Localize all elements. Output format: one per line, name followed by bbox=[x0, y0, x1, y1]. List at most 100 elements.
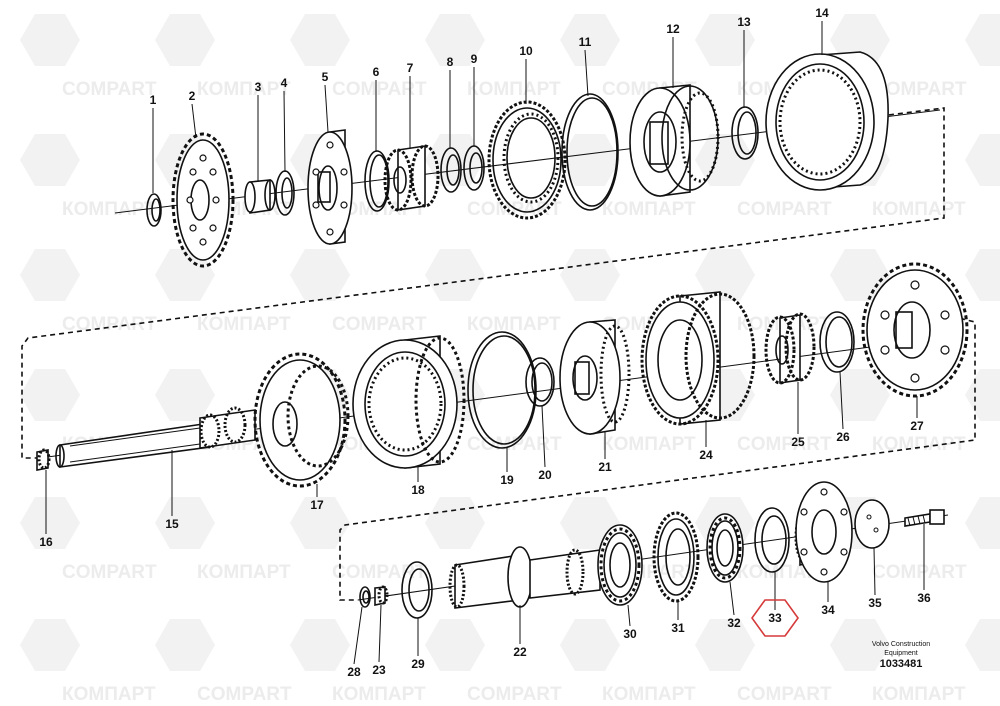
part-2-sun-gear[interactable] bbox=[171, 132, 235, 268]
highlight-hexagon-part-33 bbox=[751, 599, 799, 637]
watermark-hexagon bbox=[20, 369, 80, 421]
part-label-11[interactable]: 11 bbox=[579, 35, 592, 49]
part-label-12[interactable]: 12 bbox=[666, 22, 680, 36]
part-label-4[interactable]: 4 bbox=[281, 76, 288, 90]
watermark-hexagon bbox=[695, 619, 755, 671]
part-label-16[interactable]: 16 bbox=[39, 535, 53, 549]
watermark-text: КОМПАРТ bbox=[872, 684, 966, 705]
part-36-bolt[interactable] bbox=[904, 509, 945, 527]
part-label-31[interactable]: 31 bbox=[671, 621, 685, 635]
part-32-roller-bearing[interactable] bbox=[706, 513, 744, 583]
watermark-hexagon bbox=[290, 619, 350, 671]
part-label-13[interactable]: 13 bbox=[737, 15, 751, 29]
watermark-hexagon bbox=[425, 497, 485, 549]
part-label-14[interactable]: 14 bbox=[815, 6, 829, 20]
watermark-hexagon bbox=[20, 497, 80, 549]
part-27-planet-carrier-gear[interactable] bbox=[861, 262, 969, 398]
leader-line-part-11 bbox=[584, 49, 589, 97]
leader-line-part-5 bbox=[324, 84, 329, 133]
part-label-23[interactable]: 23 bbox=[372, 663, 386, 677]
part-29-shim[interactable] bbox=[401, 561, 433, 619]
part-12-hub-assembly[interactable] bbox=[629, 84, 720, 197]
part-16-nut[interactable] bbox=[36, 448, 51, 471]
watermark-text: COMPART bbox=[737, 434, 832, 455]
part-34-output-flange[interactable] bbox=[794, 481, 853, 583]
part-label-2[interactable]: 2 bbox=[189, 89, 196, 103]
part-label-35[interactable]: 35 bbox=[868, 596, 882, 610]
part-14-ring-gear-housing[interactable] bbox=[765, 51, 889, 191]
part-label-36[interactable]: 36 bbox=[917, 591, 931, 605]
part-label-32[interactable]: 32 bbox=[727, 616, 741, 630]
part-35-retaining-plate[interactable] bbox=[854, 499, 890, 549]
watermark-text: COMPART bbox=[737, 199, 832, 220]
watermark-hexagon bbox=[155, 14, 215, 66]
part-label-20[interactable]: 20 bbox=[538, 468, 552, 482]
caption-manufacturer: Volvo Construction Equipment bbox=[871, 641, 931, 657]
watermark-text: КОМПАРТ bbox=[62, 684, 156, 705]
part-label-26[interactable]: 26 bbox=[836, 430, 850, 444]
part-17-sun-gear[interactable] bbox=[253, 352, 350, 488]
watermark-text: COMPART bbox=[197, 684, 292, 705]
part-21-planet-hub[interactable] bbox=[559, 319, 631, 435]
watermark-text: COMPART bbox=[62, 79, 157, 100]
part-label-34[interactable]: 34 bbox=[821, 603, 835, 617]
part-13-ring[interactable] bbox=[731, 106, 759, 160]
part-label-7[interactable]: 7 bbox=[407, 61, 414, 75]
watermark-hexagon bbox=[425, 619, 485, 671]
part-8-washer[interactable] bbox=[440, 147, 462, 193]
part-33-seal[interactable] bbox=[754, 507, 790, 573]
part-label-22[interactable]: 22 bbox=[513, 645, 527, 659]
part-label-9[interactable]: 9 bbox=[471, 52, 478, 66]
watermark-text: COMPART bbox=[872, 79, 967, 100]
part-label-18[interactable]: 18 bbox=[411, 483, 425, 497]
part-23-nut[interactable] bbox=[374, 585, 389, 606]
part-label-19[interactable]: 19 bbox=[500, 473, 514, 487]
part-3-bushing[interactable] bbox=[244, 179, 276, 214]
part-label-28[interactable]: 28 bbox=[347, 665, 361, 679]
part-22-output-shaft[interactable] bbox=[448, 546, 601, 609]
part-18-ring-gear[interactable] bbox=[352, 335, 466, 469]
part-1-seal-ring[interactable] bbox=[146, 193, 162, 227]
part-label-30[interactable]: 30 bbox=[623, 627, 637, 641]
part-28-washer[interactable] bbox=[359, 586, 371, 608]
watermark-hexagon bbox=[290, 497, 350, 549]
part-11-o-ring[interactable] bbox=[561, 93, 619, 211]
part-label-8[interactable]: 8 bbox=[447, 55, 454, 69]
part-label-5[interactable]: 5 bbox=[322, 70, 329, 84]
part-label-17[interactable]: 17 bbox=[310, 498, 324, 512]
leader-line-part-28 bbox=[353, 606, 363, 665]
part-label-33[interactable]: 33 bbox=[768, 611, 782, 625]
part-26-o-ring[interactable] bbox=[819, 311, 855, 373]
watermark-hexagon bbox=[290, 249, 350, 301]
part-label-10[interactable]: 10 bbox=[519, 44, 533, 58]
part-30-ball-bearing[interactable] bbox=[597, 524, 643, 606]
part-label-27[interactable]: 27 bbox=[910, 419, 924, 433]
part-7-planet-gear[interactable] bbox=[383, 144, 440, 212]
part-label-1[interactable]: 1 bbox=[150, 93, 157, 107]
part-20-ring[interactable] bbox=[525, 357, 555, 407]
watermark-text: COMPART bbox=[872, 562, 967, 583]
part-label-6[interactable]: 6 bbox=[373, 65, 380, 79]
part-label-29[interactable]: 29 bbox=[411, 657, 425, 671]
part-24-ring-gear[interactable] bbox=[640, 291, 756, 426]
part-19-o-ring[interactable] bbox=[467, 331, 537, 449]
part-label-24[interactable]: 24 bbox=[699, 448, 713, 462]
part-label-15[interactable]: 15 bbox=[165, 517, 179, 531]
part-label-25[interactable]: 25 bbox=[791, 435, 805, 449]
part-31-gear-ring[interactable] bbox=[652, 511, 700, 603]
assembly-row-1 bbox=[21, 51, 945, 459]
part-10-ring-gear[interactable] bbox=[487, 100, 567, 220]
leader-line-part-35 bbox=[873, 547, 876, 596]
watermark-hexagon bbox=[965, 497, 1000, 549]
part-label-21[interactable]: 21 bbox=[598, 460, 612, 474]
leader-line-part-26 bbox=[839, 371, 844, 430]
watermark-hexagon bbox=[830, 369, 890, 421]
part-6-snap-ring[interactable] bbox=[364, 150, 390, 212]
watermark-hexagon bbox=[20, 619, 80, 671]
watermark-hexagon bbox=[965, 369, 1000, 421]
part-15-drive-shaft[interactable] bbox=[55, 406, 256, 468]
part-5-planet-carrier[interactable] bbox=[307, 129, 353, 245]
watermark-text: КОМПАРТ bbox=[872, 434, 966, 455]
part-label-3[interactable]: 3 bbox=[255, 80, 262, 94]
part-25-planet-gear[interactable] bbox=[764, 312, 816, 385]
